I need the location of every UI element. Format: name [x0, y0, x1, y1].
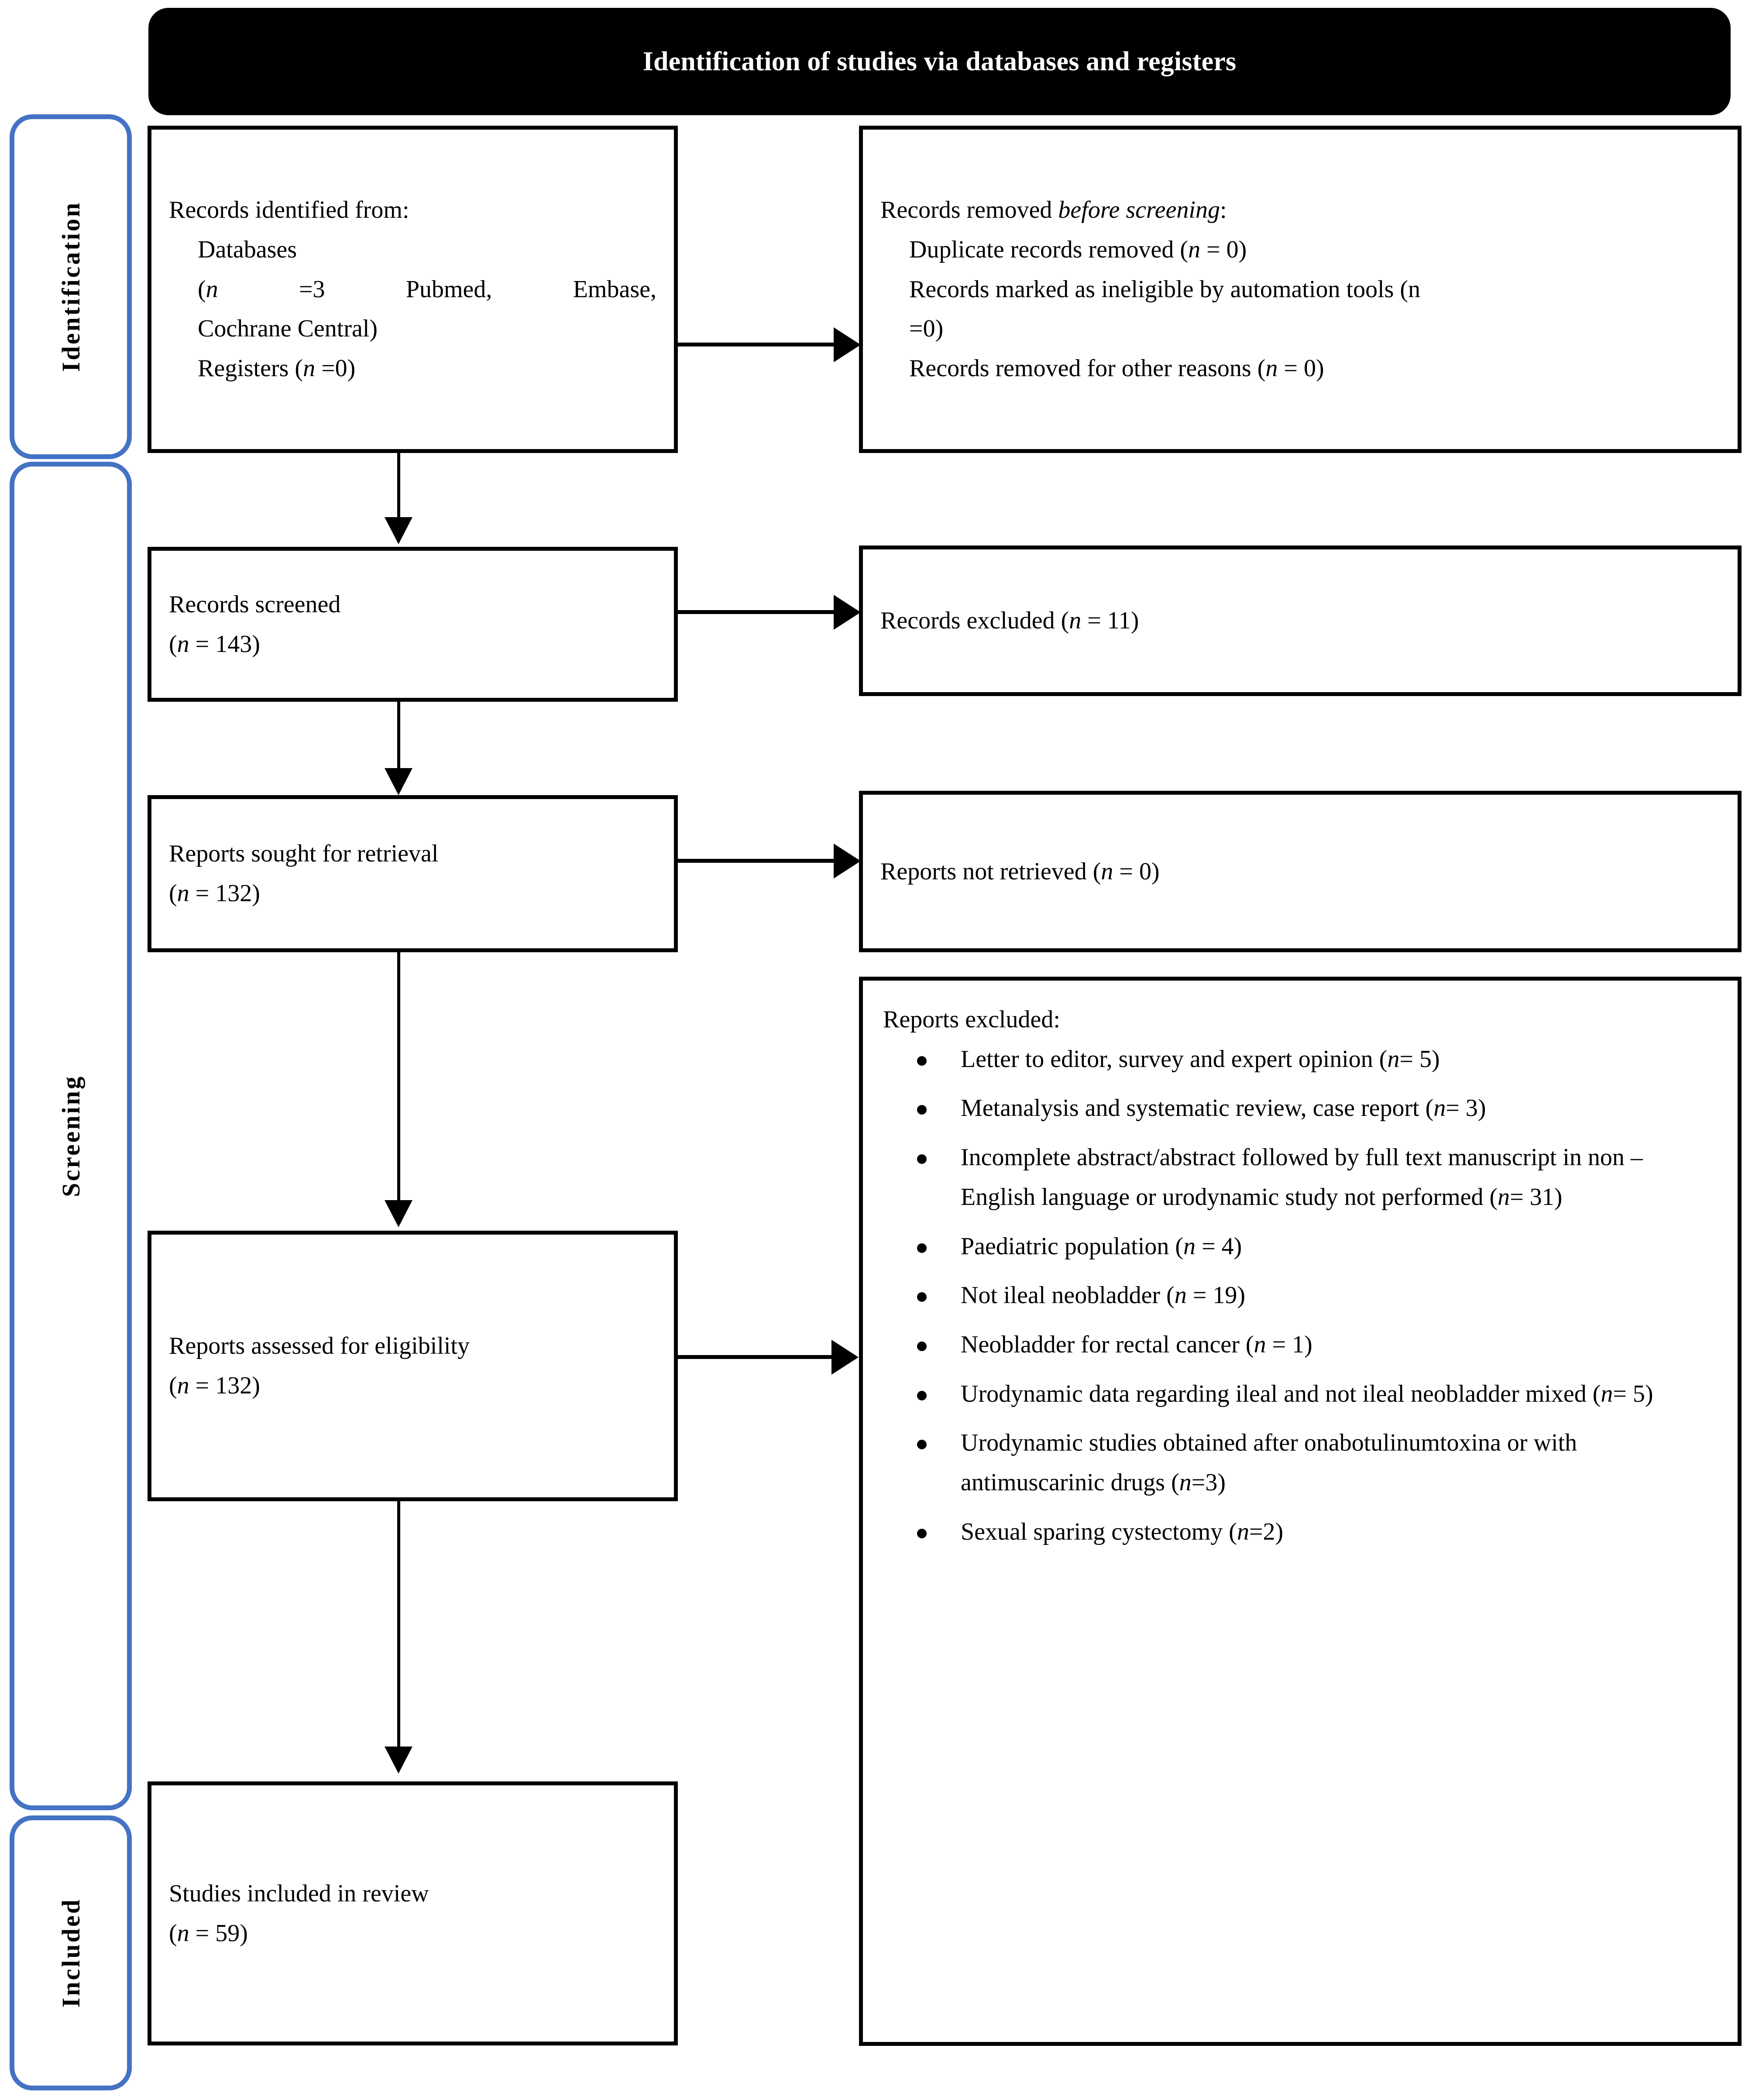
reports-sought-line-1: Reports sought for retrieval [169, 840, 439, 868]
reports-assessed-line-1: Reports assessed for eligibility [169, 1332, 470, 1360]
connector-assessed-to-reports-excluded [678, 1355, 833, 1359]
records-identified-line-2: Databases [198, 236, 297, 263]
connector-identified-to-removed [678, 343, 835, 347]
list-item: Letter to editor, survey and expert opin… [883, 1040, 1718, 1079]
box-records-removed-before-screening: Records removed before screening: Duplic… [859, 126, 1742, 453]
list-item: Sexual sparing cystectomy (n=2) [883, 1512, 1718, 1552]
reports-excluded-reason-list: Letter to editor, survey and expert opin… [883, 1040, 1718, 1552]
records-removed-item-2b: =0) [909, 315, 944, 343]
connector-assessed-to-included [397, 1501, 400, 1750]
list-item: Urodynamic studies obtained after onabot… [883, 1423, 1718, 1502]
stage-label-included-text: Included [56, 1898, 85, 2008]
arrowhead-screened-to-excluded [834, 595, 861, 630]
stage-label-screening-text: Screening [56, 1075, 85, 1197]
records-screened-line-2: (n = 143) [169, 630, 260, 658]
records-removed-heading: Records removed before screening: [880, 190, 1720, 230]
stage-label-screening: Screening [10, 462, 132, 1810]
box-records-identified: Records identified from: Databases (n =3… [148, 126, 678, 453]
box-reports-not-retrieved: Reports not retrieved (n = 0) [859, 791, 1742, 952]
studies-included-line-2: (n = 59) [169, 1919, 248, 1947]
reports-excluded-heading: Reports excluded: [883, 1006, 1060, 1033]
connector-sought-to-assessed [397, 952, 400, 1203]
stage-label-identification: Identification [10, 114, 132, 459]
page-title: Identification of studies via databases … [642, 46, 1237, 76]
records-removed-heading-colon: : [1220, 196, 1227, 224]
records-removed-item-2: Records marked as ineligible by automati… [909, 275, 1421, 303]
records-identified-line-1: Records identified from: [169, 196, 409, 224]
studies-included-line-1: Studies included in review [169, 1880, 429, 1907]
records-identified-line-3: (n =3 Pubmed, Embase, [198, 275, 656, 303]
arrowhead-assessed-to-included [385, 1747, 412, 1774]
reports-assessed-line-2: (n = 132) [169, 1372, 260, 1399]
records-removed-heading-italic: before screening [1058, 196, 1220, 224]
connector-screened-to-excluded [678, 610, 835, 614]
diagram-header-banner: Identification of studies via databases … [148, 8, 1731, 115]
box-reports-assessed-for-eligibility: Reports assessed for eligibility (n = 13… [148, 1231, 678, 1501]
stage-label-identification-text: Identification [56, 201, 85, 372]
box-reports-sought-for-retrieval: Reports sought for retrieval (n = 132) [148, 795, 678, 952]
box-records-screened: Records screened (n = 143) [148, 547, 678, 702]
list-item: Metanalysis and systematic review, case … [883, 1088, 1718, 1128]
list-item: Urodynamic data regarding ileal and not … [883, 1374, 1718, 1414]
box-studies-included-in-review: Studies included in review (n = 59) [148, 1781, 678, 2045]
records-excluded-line-1: Records excluded (n = 11) [880, 607, 1139, 635]
records-removed-item-3: Records removed for other reasons (n = 0… [909, 355, 1324, 382]
arrowhead-assessed-to-reports-excluded [831, 1340, 859, 1375]
box-records-excluded: Records excluded (n = 11) [859, 546, 1742, 696]
connector-screened-to-sought [397, 702, 400, 772]
records-screened-line-1: Records screened [169, 590, 341, 618]
records-removed-item-1: Duplicate records removed (n = 0) [909, 236, 1247, 263]
records-removed-heading-plain: Records removed [880, 196, 1058, 224]
stage-label-included: Included [10, 1815, 132, 2090]
records-identified-line-4: Cochrane Central) [198, 315, 378, 343]
arrowhead-identified-to-screened [385, 517, 412, 544]
records-identified-line-5: Registers (n =0) [198, 355, 356, 382]
connector-sought-to-not-retrieved [678, 859, 835, 863]
list-item: Neobladder for rectal cancer (n = 1) [883, 1325, 1718, 1365]
list-item: Paediatric population (n = 4) [883, 1227, 1718, 1266]
list-item: Not ileal neobladder (n = 19) [883, 1276, 1718, 1315]
arrowhead-sought-to-not-retrieved [834, 844, 861, 878]
reports-not-retrieved-line-1: Reports not retrieved (n = 0) [880, 858, 1160, 885]
list-item: Incomplete abstract/abstract followed by… [883, 1138, 1718, 1217]
arrowhead-screened-to-sought [385, 768, 412, 795]
reports-sought-line-2: (n = 132) [169, 880, 260, 907]
box-reports-excluded: Reports excluded: Letter to editor, surv… [859, 977, 1742, 2046]
arrowhead-sought-to-assessed [385, 1200, 412, 1227]
arrowhead-identified-to-removed [834, 327, 861, 362]
connector-identified-to-screened [397, 453, 400, 521]
